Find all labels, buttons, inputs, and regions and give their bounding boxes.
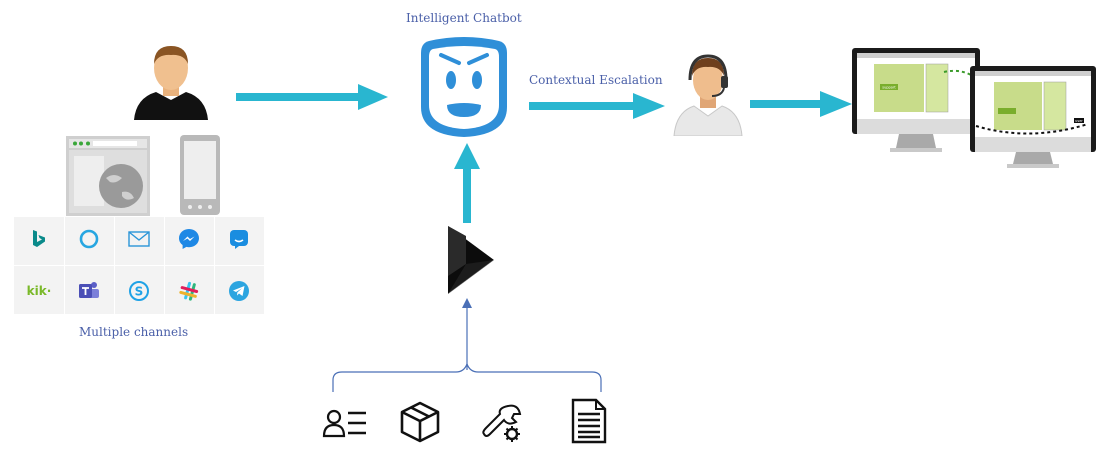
agent-icon xyxy=(673,54,743,136)
document-icon xyxy=(571,398,607,444)
support-tag: support xyxy=(882,86,896,90)
grid-divider xyxy=(14,265,264,266)
phone-icon xyxy=(180,135,220,215)
telegram-icon xyxy=(216,271,262,311)
channels-label: Multiple channels xyxy=(79,325,189,339)
skype-icon: S xyxy=(116,271,162,311)
grid-divider xyxy=(214,217,215,314)
data-sources-bracket xyxy=(332,362,602,392)
arrow-data-to-dynamics xyxy=(462,298,472,370)
svg-text:S: S xyxy=(135,285,144,299)
arrow-user-to-chatbot xyxy=(236,84,388,110)
dynamics-logo xyxy=(447,226,495,295)
kik-icon: kik· xyxy=(16,271,62,311)
bing-icon xyxy=(16,219,62,259)
grid-divider xyxy=(64,217,65,314)
chatbot-icon xyxy=(421,37,507,137)
service-wrench-icon xyxy=(482,404,522,442)
arrow-chatbot-to-agent xyxy=(529,93,665,119)
contacts-icon xyxy=(322,409,366,438)
arrow-dynamics-to-chatbot xyxy=(454,143,480,223)
monitor-support-icon: support xyxy=(852,48,980,152)
grid-divider xyxy=(164,217,165,314)
messenger-icon xyxy=(166,219,212,259)
escalation-label: Contextual Escalation xyxy=(529,73,663,87)
chatbot-label: Intelligent Chatbot xyxy=(406,11,522,25)
user-icon xyxy=(134,46,208,120)
slack-icon xyxy=(166,271,212,311)
arrow-agent-to-screens xyxy=(750,91,852,117)
product-box-icon xyxy=(400,401,440,443)
cortana-icon xyxy=(66,219,112,259)
browser-icon xyxy=(66,136,150,216)
user-tag: user xyxy=(1075,119,1083,123)
kik-text: kik· xyxy=(26,284,52,298)
email-icon xyxy=(116,219,162,259)
grid-divider xyxy=(114,217,115,314)
monitor-user-icon: user xyxy=(970,66,1096,168)
groupme-icon xyxy=(216,219,262,259)
teams-icon xyxy=(66,271,112,311)
